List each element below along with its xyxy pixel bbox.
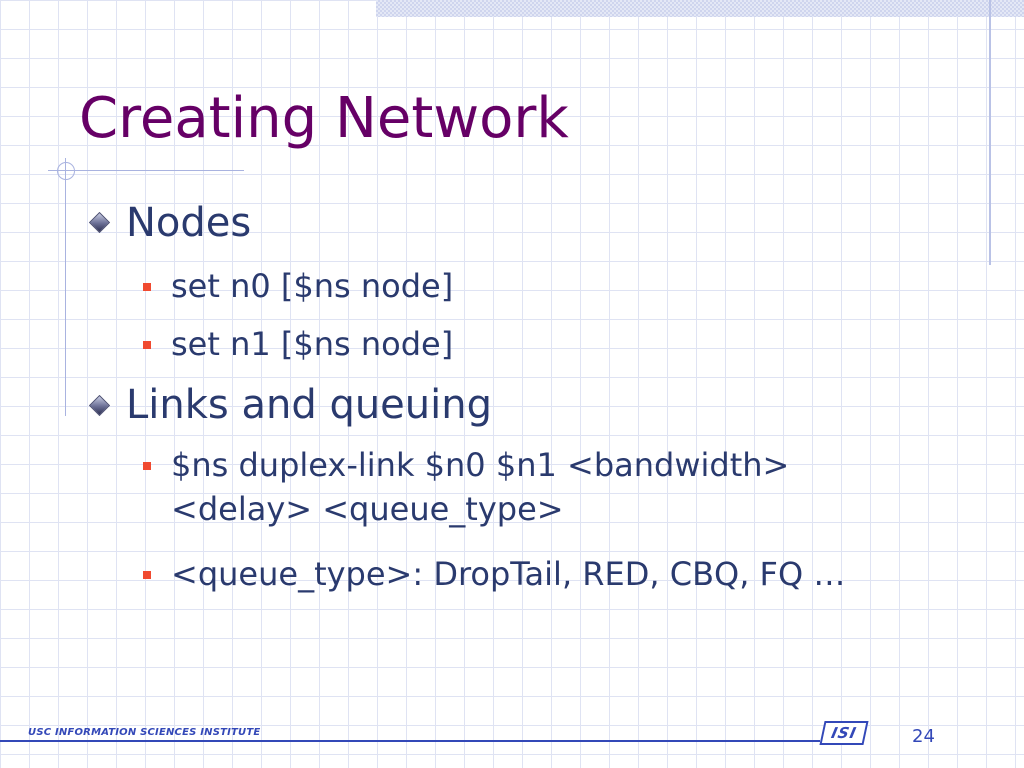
title-underline-rule bbox=[48, 170, 244, 171]
bullet-links-and-queuing: Links and queuing bbox=[126, 382, 492, 428]
footer-rule bbox=[0, 740, 820, 742]
sub-bullet-set-n1: set n1 [$ns node] bbox=[171, 325, 454, 363]
sub-bullet-queue-types: <queue_type>: DropTail, RED, CBQ, FQ … bbox=[171, 555, 846, 593]
left-decorative-rule bbox=[65, 158, 66, 416]
isi-logo: ISI bbox=[819, 721, 869, 745]
page-number: 24 bbox=[912, 726, 935, 747]
diamond-bullet-icon bbox=[88, 211, 111, 234]
footer-institute-label: USC INFORMATION SCIENCES INSTITUTE bbox=[28, 727, 261, 738]
bullet-nodes: Nodes bbox=[126, 200, 252, 246]
right-decorative-rule bbox=[989, 0, 991, 265]
square-bullet-icon bbox=[143, 462, 151, 470]
top-decorative-band bbox=[376, 0, 1024, 17]
square-bullet-icon bbox=[143, 341, 151, 349]
diamond-bullet-icon bbox=[88, 394, 111, 417]
sub-bullet-duplex-link: $ns duplex-link $n0 $n1 <bandwidth> <del… bbox=[171, 446, 790, 528]
corner-circle-ornament bbox=[57, 162, 75, 180]
sub-bullet-set-n0: set n0 [$ns node] bbox=[171, 267, 454, 305]
isi-logo-text: ISI bbox=[829, 724, 859, 742]
square-bullet-icon bbox=[143, 283, 151, 291]
slide-title: Creating Network bbox=[79, 86, 569, 151]
square-bullet-icon bbox=[143, 571, 151, 579]
